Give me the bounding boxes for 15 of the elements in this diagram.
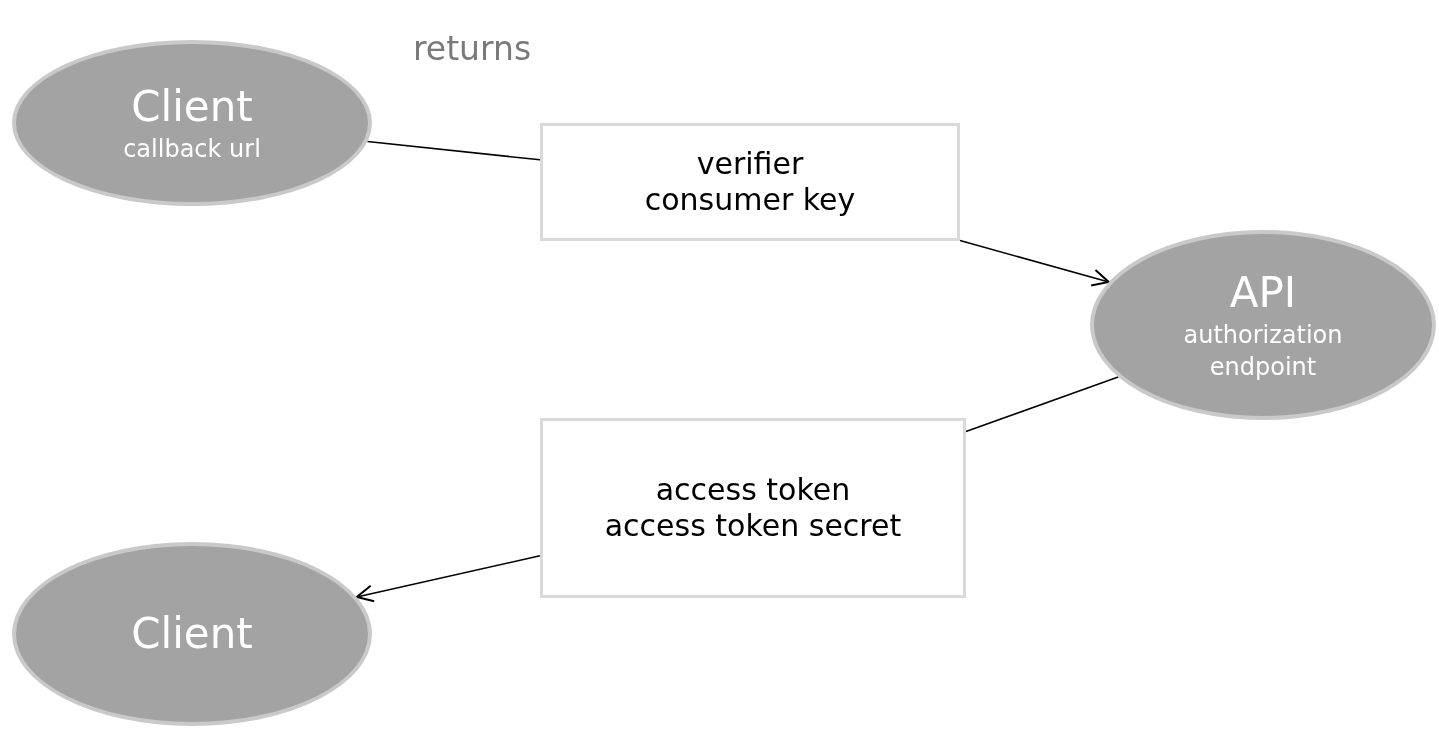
text-box bbox=[540, 418, 966, 598]
node-title: API bbox=[1229, 267, 1297, 319]
box-text: access token secret bbox=[604, 508, 902, 544]
connector-line bbox=[965, 376, 1119, 433]
flow-label: returns bbox=[413, 28, 532, 70]
arrow bbox=[959, 239, 1110, 287]
box-text: verifier bbox=[696, 146, 804, 182]
node-title: Client bbox=[131, 608, 253, 660]
node-subtitle: authorization endpoint bbox=[1182, 320, 1344, 383]
node-subtitle: callback url bbox=[123, 134, 261, 165]
arrow bbox=[355, 555, 541, 603]
box-text: access token bbox=[655, 472, 851, 508]
text-box bbox=[540, 123, 960, 241]
box-text: consumer key bbox=[644, 182, 856, 218]
node-title: Client bbox=[131, 81, 253, 133]
